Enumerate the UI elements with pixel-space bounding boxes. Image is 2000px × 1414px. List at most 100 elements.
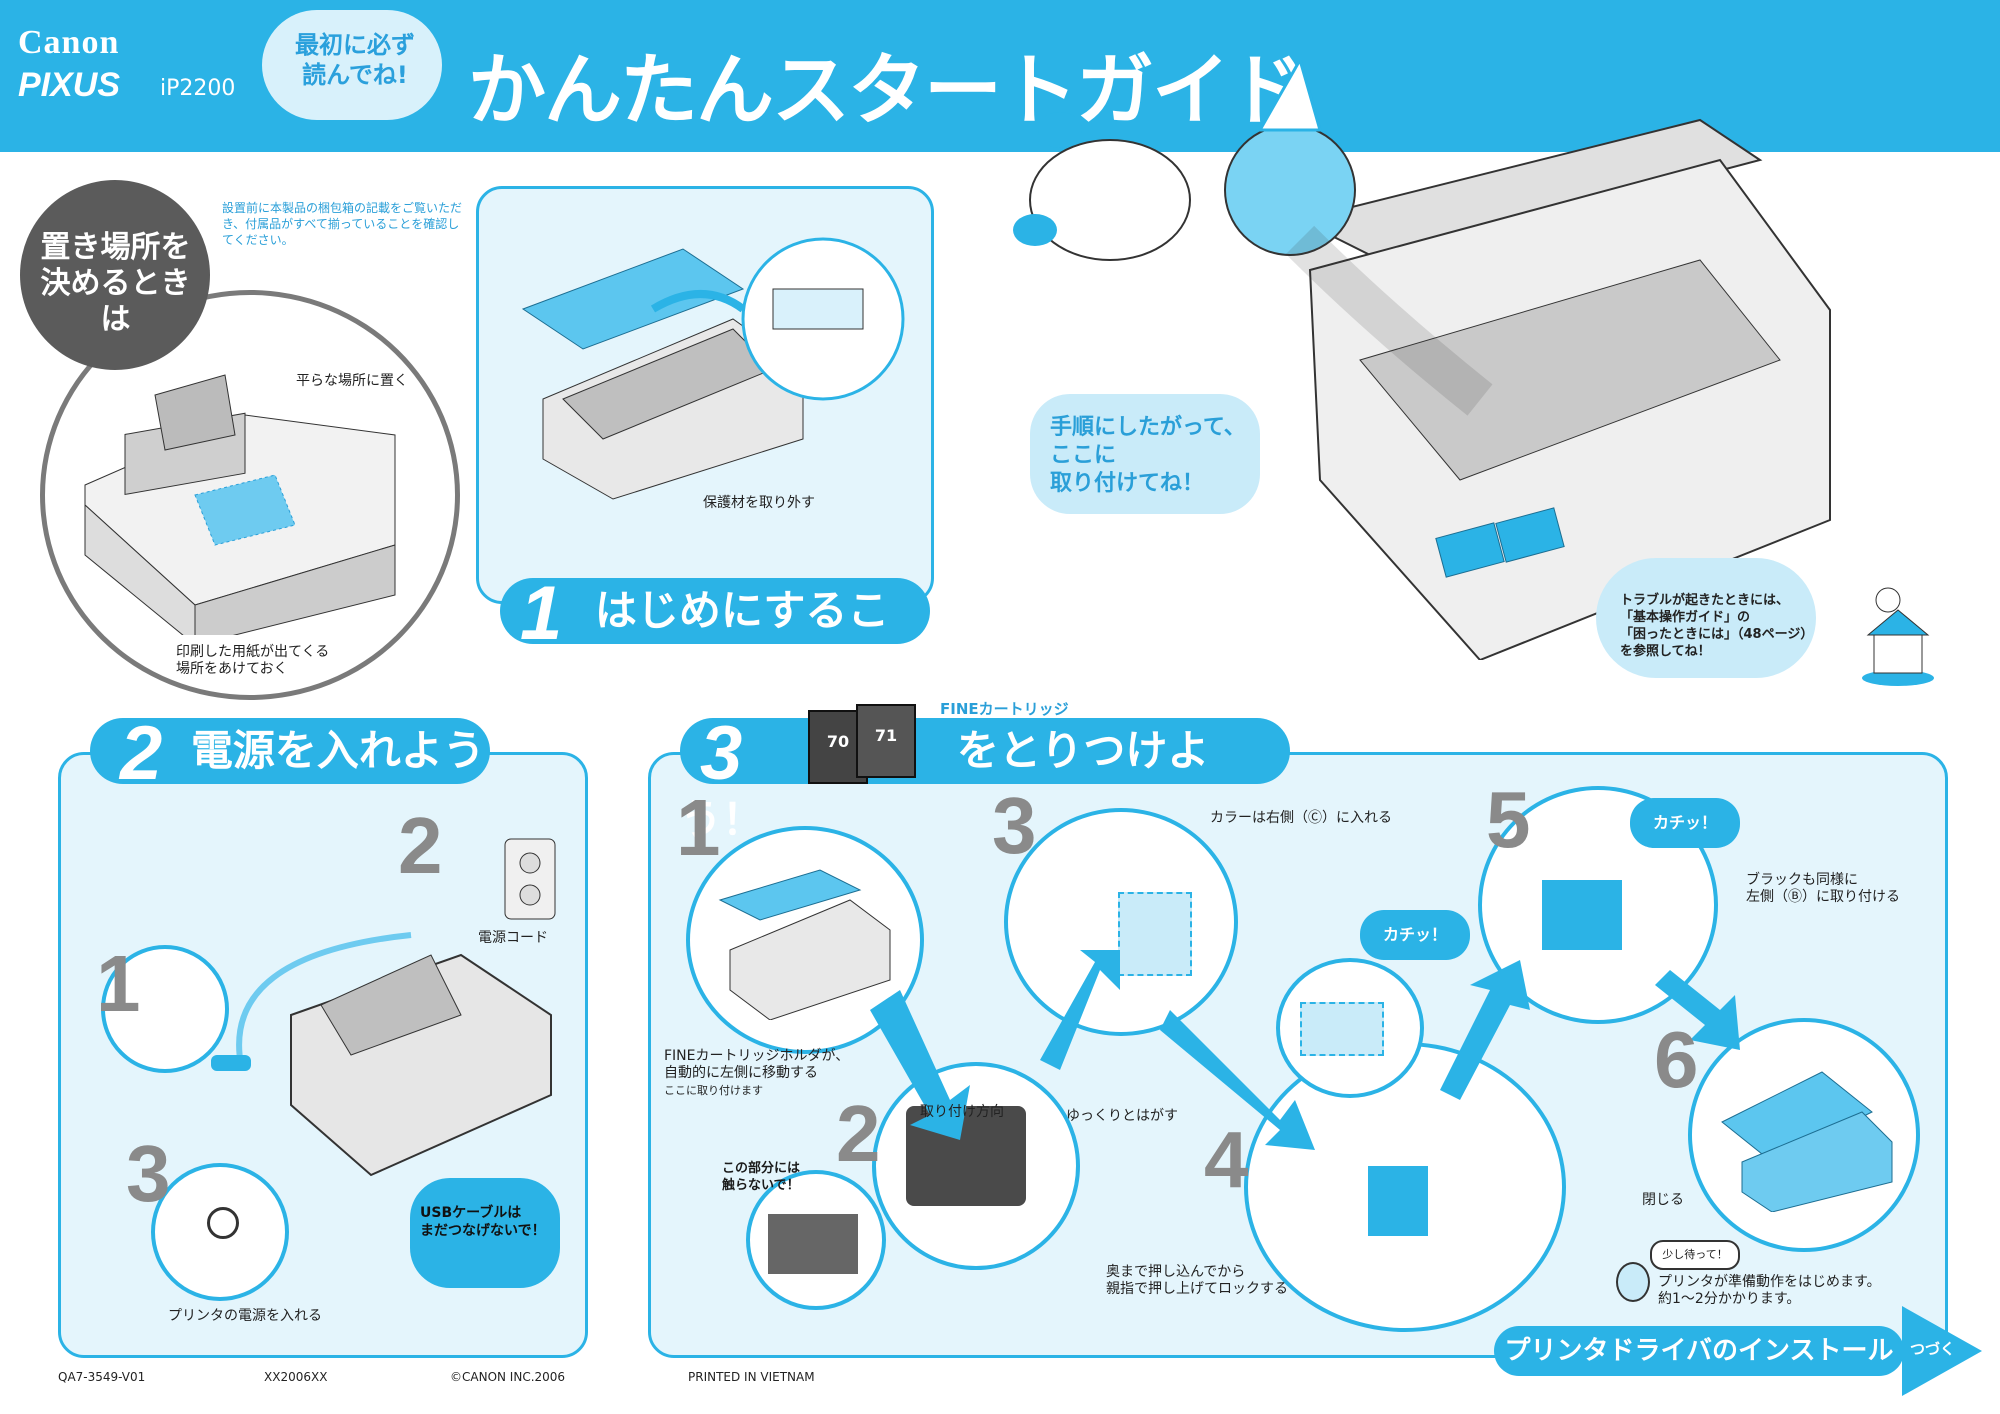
power-jack-zoom xyxy=(101,945,229,1073)
dont-touch-circle xyxy=(746,1170,886,1310)
badge-line-2: 決めるときは xyxy=(40,266,191,337)
wall-outlet-icon xyxy=(504,838,556,920)
mascot-speech-text: 手順にしたがって、 ここに 取り付けてね！ xyxy=(1050,414,1246,498)
power-button-icon xyxy=(207,1207,239,1239)
black-line-2: 左側（Ⓑ）に取り付ける xyxy=(1746,889,1900,905)
direction-caption: 取り付け方向 xyxy=(920,1104,1004,1120)
push-lock-caption: 奥まで押し込んでから 親指で押し上げてロックする xyxy=(1106,1264,1288,1298)
paper-space-line-2: 場所をあけておく xyxy=(176,661,288,677)
holder-line-1: FINEカートリッジホルダが、 xyxy=(664,1048,850,1064)
dont-touch-caption: この部分には 触らないで！ xyxy=(722,1160,800,1194)
step4-circle xyxy=(1244,1042,1566,1332)
model-name: iP2200 xyxy=(160,76,236,101)
cartridge-step-4: 4 xyxy=(1204,1115,1249,1204)
mascot-speech-bubble xyxy=(1030,394,1260,514)
bubble-line-2: 読んでね! xyxy=(302,61,408,89)
canon-logo: Canon xyxy=(18,24,120,61)
cartridge-71-icon: 71 xyxy=(856,704,916,778)
holder-line-3: ここに取り付けます xyxy=(664,1084,763,1097)
section3-number: 3 xyxy=(700,710,743,796)
placement-badge xyxy=(20,180,210,370)
color-right-caption: カラーは右側（Ⓒ）に入れる xyxy=(1210,810,1392,826)
push-line-1: 奥まで押し込んでから xyxy=(1106,1264,1246,1280)
read-first-text: 最初に必ず 読んでね! xyxy=(280,30,430,90)
printer-holder-illustration xyxy=(718,869,891,1020)
cartridge-step-6: 6 xyxy=(1654,1015,1699,1104)
black-line-1: ブラックも同様に xyxy=(1746,872,1858,888)
lock-zoom-illustration xyxy=(1300,1002,1384,1056)
printed-in: PRINTED IN VIETNAM xyxy=(688,1370,815,1384)
contents-check-note: 設置前に本製品の梱包箱の記載をご覧いただき、付属品がすべて揃っていることを確認し… xyxy=(222,201,463,247)
section2-heading: 電源を入れよう xyxy=(190,726,485,775)
section2-number: 2 xyxy=(120,710,163,796)
section2-header: 2 電源を入れよう xyxy=(90,715,490,791)
click-burst-2: カチッ！ xyxy=(1630,798,1740,848)
power-on-caption: プリンタの電源を入れる xyxy=(168,1308,322,1324)
section1-header: 1 はじめにすること xyxy=(500,575,930,704)
dont-touch-line-2: 触らないで！ xyxy=(722,1178,800,1193)
paper-space-label: 印刷した用紙が出てくる 場所をあけておく xyxy=(176,644,329,678)
power-button-zoom xyxy=(151,1163,289,1301)
lock-zoom-circle xyxy=(1276,958,1424,1098)
pixus-logo: PIXUS xyxy=(18,66,121,104)
usb-line-2: まだつなげないで！ xyxy=(420,1223,546,1239)
wait-caption: プリンタが準備動作をはじめます。 約1〜2分かかります。 xyxy=(1658,1274,1881,1308)
printer-open-illustration xyxy=(521,237,905,500)
wait-line-1: プリンタが準備動作をはじめます。 xyxy=(1658,1274,1881,1290)
cartridge-step-3: 3 xyxy=(992,781,1037,870)
power-step-2: 2 xyxy=(398,801,443,890)
section1-number: 1 xyxy=(520,570,563,656)
speech-line-2: ここに xyxy=(1050,443,1117,468)
continue-arrow-icon xyxy=(1902,1306,1982,1396)
flat-place-label: 平らな場所に置く xyxy=(296,373,408,389)
trouble-text: トラブルが起きたときには、 「基本操作ガイド」の 「困ったときには」（48ページ… xyxy=(1620,592,1813,660)
click-burst-1: カチッ！ xyxy=(1360,910,1470,960)
power-cord-label: 電源コード xyxy=(478,930,548,946)
step6-circle xyxy=(1688,1018,1920,1252)
next-step-banner: プリンタドライバのインストール xyxy=(1494,1326,1904,1376)
printer-power-illustration xyxy=(211,932,552,1177)
placement-badge-text: 置き場所を 決めるときは xyxy=(28,230,203,338)
usb-line-1: USBケーブルは xyxy=(420,1205,522,1221)
speech-line-1: 手順にしたがって、 xyxy=(1050,415,1246,440)
clock-mascot-icon xyxy=(1616,1262,1650,1302)
speech-line-3: 取り付けてね！ xyxy=(1050,471,1205,496)
color-cartridge-drop xyxy=(1118,892,1192,976)
black-left-caption: ブラックも同様に 左側（Ⓑ）に取り付ける xyxy=(1746,872,1900,906)
step-flow-arrows xyxy=(870,950,1740,1150)
peel-caption: ゆっくりとはがす xyxy=(1066,1108,1178,1124)
wait-bubble: 少し待って！ xyxy=(1650,1240,1740,1270)
doc-code-2: XX2006XX xyxy=(264,1370,328,1384)
read-first-bubble xyxy=(262,10,442,120)
wait-line-2: 約1〜2分かかります。 xyxy=(1658,1291,1801,1307)
badge-line-1: 置き場所を xyxy=(40,230,191,265)
trouble-speech-bubble xyxy=(1596,558,1816,678)
continue-label: つづく xyxy=(1910,1340,1956,1358)
placement-illustration-circle xyxy=(40,290,460,700)
mascot-printer-illustration xyxy=(1013,60,1831,660)
protective-material-caption: 保護材を取り外す xyxy=(703,495,815,511)
dont-touch-line-1: この部分には xyxy=(722,1161,801,1176)
fine-cartridge-label: FINEカートリッジ xyxy=(940,700,1069,718)
step2-circle xyxy=(872,1062,1080,1270)
power-step-1: 1 xyxy=(96,939,141,1028)
page-title: かんたんスタートガイド xyxy=(468,46,1306,136)
power-step-3: 3 xyxy=(126,1129,171,1218)
paper-space-line-1: 印刷した用紙が出てくる xyxy=(176,644,330,660)
section1-panel: 保護材を取り外す xyxy=(476,186,934,604)
printer-close-illustration xyxy=(1721,1071,1893,1212)
section3-header: 3 をとりつけよう！ xyxy=(680,715,1290,844)
holder-move-caption: FINEカートリッジホルダが、 自動的に左側に移動する ここに取り付けます xyxy=(664,1048,849,1099)
trouble-line-4: を参照してね！ xyxy=(1620,644,1711,659)
desk-printer-illustration xyxy=(84,374,396,635)
trouble-line-3: 「困ったときには」（48ページ） xyxy=(1620,627,1814,642)
black-cartridge-install xyxy=(1542,880,1622,950)
cartridge-step-2: 2 xyxy=(836,1089,881,1178)
section3-heading: をとりつけよう！ xyxy=(680,726,1210,844)
trouble-line-2: 「基本操作ガイド」の xyxy=(1620,610,1751,625)
dog-house-icon xyxy=(1862,587,1934,686)
step3-circle xyxy=(1004,808,1238,1036)
usb-warning-burst xyxy=(410,1178,560,1288)
close-caption: 閉じる xyxy=(1642,1192,1684,1208)
bubble-line-1: 最初に必ず xyxy=(295,31,415,59)
